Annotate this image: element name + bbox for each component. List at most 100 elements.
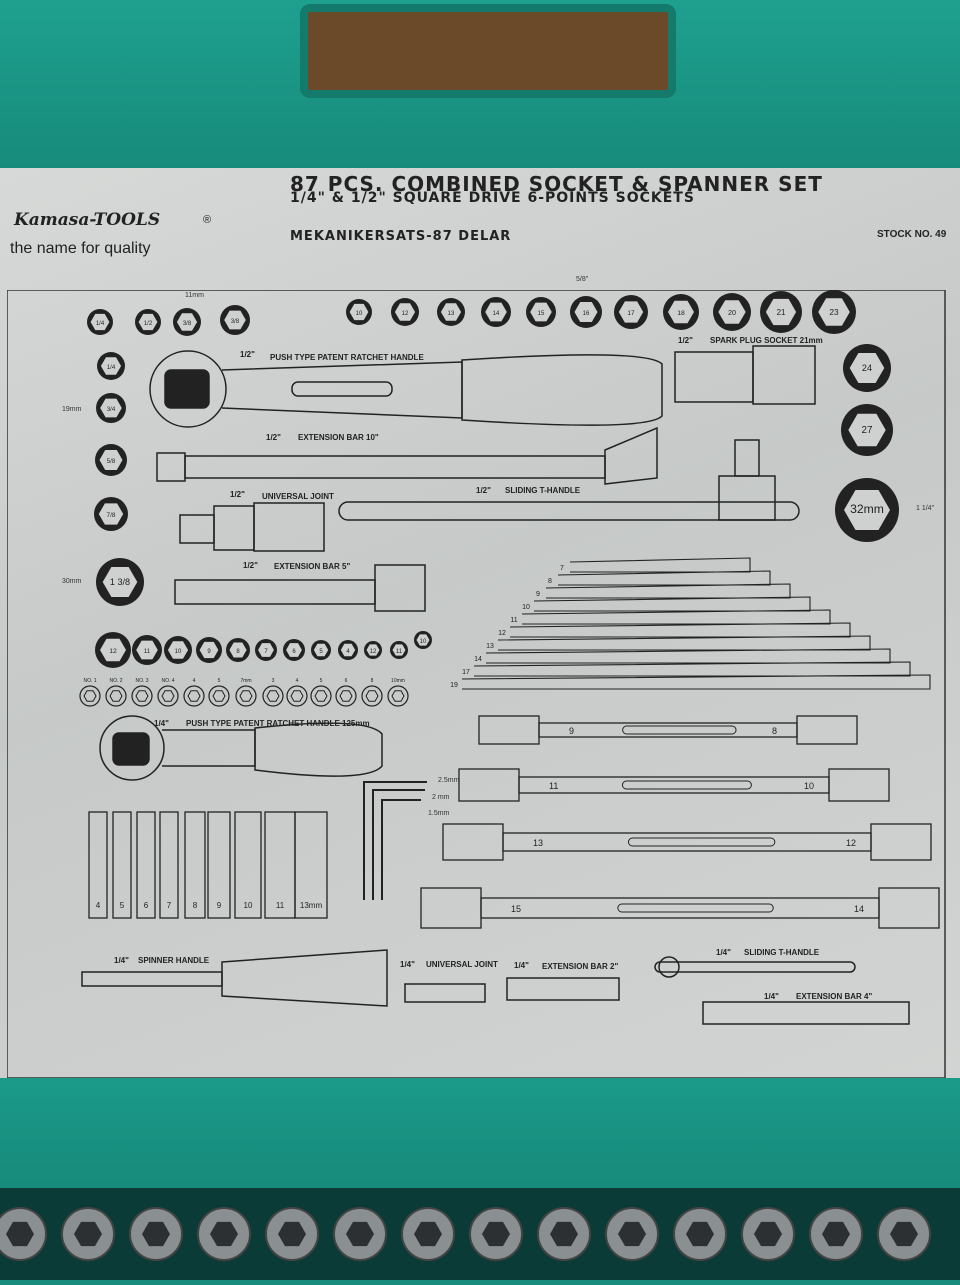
- deep-socket-5: 5: [112, 811, 132, 919]
- tray-socket-3: [197, 1207, 251, 1261]
- brand-tagline: the name for quality: [10, 240, 151, 257]
- deep-socket-4: 4: [88, 811, 108, 919]
- tray-socket-4: [265, 1207, 319, 1261]
- set-subtitle: 1/4" & 1/2" SQUARE DRIVE 6-POINTS SOCKET…: [290, 190, 695, 206]
- tray-socket-8: [537, 1207, 591, 1261]
- socket-left-0: 1/4: [87, 309, 113, 335]
- small-socket-4: 8: [226, 638, 250, 662]
- quarter-drive-accessories-outline: [404, 956, 910, 1025]
- spanner-right-size: 10: [804, 781, 814, 791]
- tray-socket-7: [469, 1207, 523, 1261]
- socket-size-label: 9: [207, 649, 211, 655]
- label-half-drive-spark: 1/2": [678, 336, 693, 345]
- socket-size-label: 12: [402, 311, 409, 317]
- tray-socket-5: [333, 1207, 387, 1261]
- wrench-size-label: 11: [510, 617, 517, 624]
- deep-socket-10: 10: [234, 811, 262, 919]
- hex-key-outlines: [363, 781, 427, 900]
- socket-21: 21: [760, 291, 802, 333]
- stock-number: STOCK NO. 49: [877, 229, 947, 240]
- bit-7: 3: [262, 678, 284, 707]
- deep-socket-label: 6: [144, 901, 149, 910]
- hex-key-size-1: 2 mm: [432, 794, 450, 801]
- socket-right-2: 32mm: [835, 478, 899, 542]
- bit-9: 5: [310, 678, 332, 707]
- bit-label: 3: [272, 678, 275, 684]
- socket-left-2: 3/8: [173, 308, 201, 336]
- tray-socket-0: [0, 1207, 47, 1261]
- socket-size-label: 14: [493, 311, 500, 317]
- label-spinner: SPINNER HANDLE: [138, 956, 210, 965]
- socket-10: 10: [346, 299, 372, 325]
- socket-size-label: 12: [370, 649, 377, 655]
- socket-size-label: 17: [627, 310, 635, 317]
- extension-bar-10-outline: [156, 426, 658, 485]
- socket-left-8: 1 3/8: [96, 558, 144, 606]
- socket-13: 13: [437, 298, 465, 326]
- label-quarter-drive-ext4: 1/4": [764, 992, 779, 1001]
- socket-23: 23: [812, 290, 856, 334]
- universal-joint-outline: [179, 502, 325, 552]
- wrench-size-label: 14: [474, 656, 482, 663]
- label-quarter-drive-sliding: 1/4": [716, 948, 731, 957]
- spanner-right-size: 12: [846, 838, 856, 848]
- tray-socket-13: [877, 1207, 931, 1261]
- small-socket-11: 10: [414, 631, 432, 649]
- socket-size-label: 3/8: [183, 321, 192, 327]
- label-ext5: EXTENSION BAR 5": [274, 562, 351, 571]
- bit-1: NO. 2: [105, 678, 127, 707]
- deep-socket-7: 7: [159, 811, 179, 919]
- socket-12: 12: [391, 298, 419, 326]
- label-quarter-drive-ujoint: 1/4": [400, 960, 415, 969]
- bit-label: 4: [193, 678, 196, 684]
- deep-socket-label: 9: [217, 901, 222, 910]
- bit-label: 5: [320, 678, 323, 684]
- socket-18: 18: [663, 294, 699, 330]
- socket-size-label: 8: [236, 649, 240, 655]
- stacked-wrench-11: 11: [510, 609, 831, 625]
- socket-size-label: 3/4: [107, 407, 116, 413]
- label-ujoint: UNIVERSAL JOINT: [262, 492, 334, 501]
- socket-left-6: 5/8: [95, 444, 127, 476]
- socket-left-5: 3/4: [96, 393, 126, 423]
- registered-mark: ®: [203, 214, 212, 226]
- hex-key-size-2: 1.5mm: [428, 810, 450, 817]
- socket-17: 17: [614, 295, 648, 329]
- spanner-left-size: 11: [549, 781, 558, 791]
- socket-right-0: 24: [843, 344, 891, 392]
- small-socket-3: 9: [196, 637, 222, 663]
- stacked-wrench-14: 14: [474, 648, 891, 664]
- socket-size-label: 13: [448, 311, 455, 317]
- label-half-drive-ujoint: 1/2": [230, 490, 245, 499]
- brand-name: Kamasa-TOOLS: [14, 210, 161, 230]
- set-subtitle-swedish: MEKANIKERSATS-87 DELAR: [290, 229, 512, 244]
- small-socket-5: 7: [255, 639, 277, 661]
- socket-left-3: 3/8: [220, 305, 250, 335]
- socket-size-label: 10: [175, 649, 182, 655]
- deep-socket-6: 6: [136, 811, 156, 919]
- set-title: 87 PCS. COMBINED SOCKET & SPANNER SET: [290, 172, 823, 196]
- tool-case-lid: [0, 0, 960, 175]
- socket-16: 16: [570, 296, 602, 328]
- deep-socket-9: 9: [207, 811, 231, 919]
- deep-socket-label: 4: [96, 901, 101, 910]
- wrench-size-label: 9: [536, 591, 540, 598]
- socket-size-label: 10: [420, 639, 427, 645]
- extension-bar-5-outline: [174, 564, 426, 612]
- tray-socket-1: [61, 1207, 115, 1261]
- label-half-drive-ext5: 1/2": [243, 561, 258, 570]
- ratchet-handle-half-outline: [149, 350, 663, 428]
- stacked-wrench-12: 12: [498, 622, 851, 638]
- stacked-wrench-17: 17: [462, 661, 911, 677]
- wrench-size-label: 19: [450, 682, 458, 689]
- tray-socket-11: [741, 1207, 795, 1261]
- deep-socket-13mm: 13mm: [294, 811, 328, 919]
- label-spark: SPARK PLUG SOCKET 21mm: [710, 336, 823, 345]
- case-handle-slot: [300, 4, 676, 98]
- bit-12: 10mm: [387, 678, 409, 707]
- socket-size-label: 5: [319, 649, 323, 655]
